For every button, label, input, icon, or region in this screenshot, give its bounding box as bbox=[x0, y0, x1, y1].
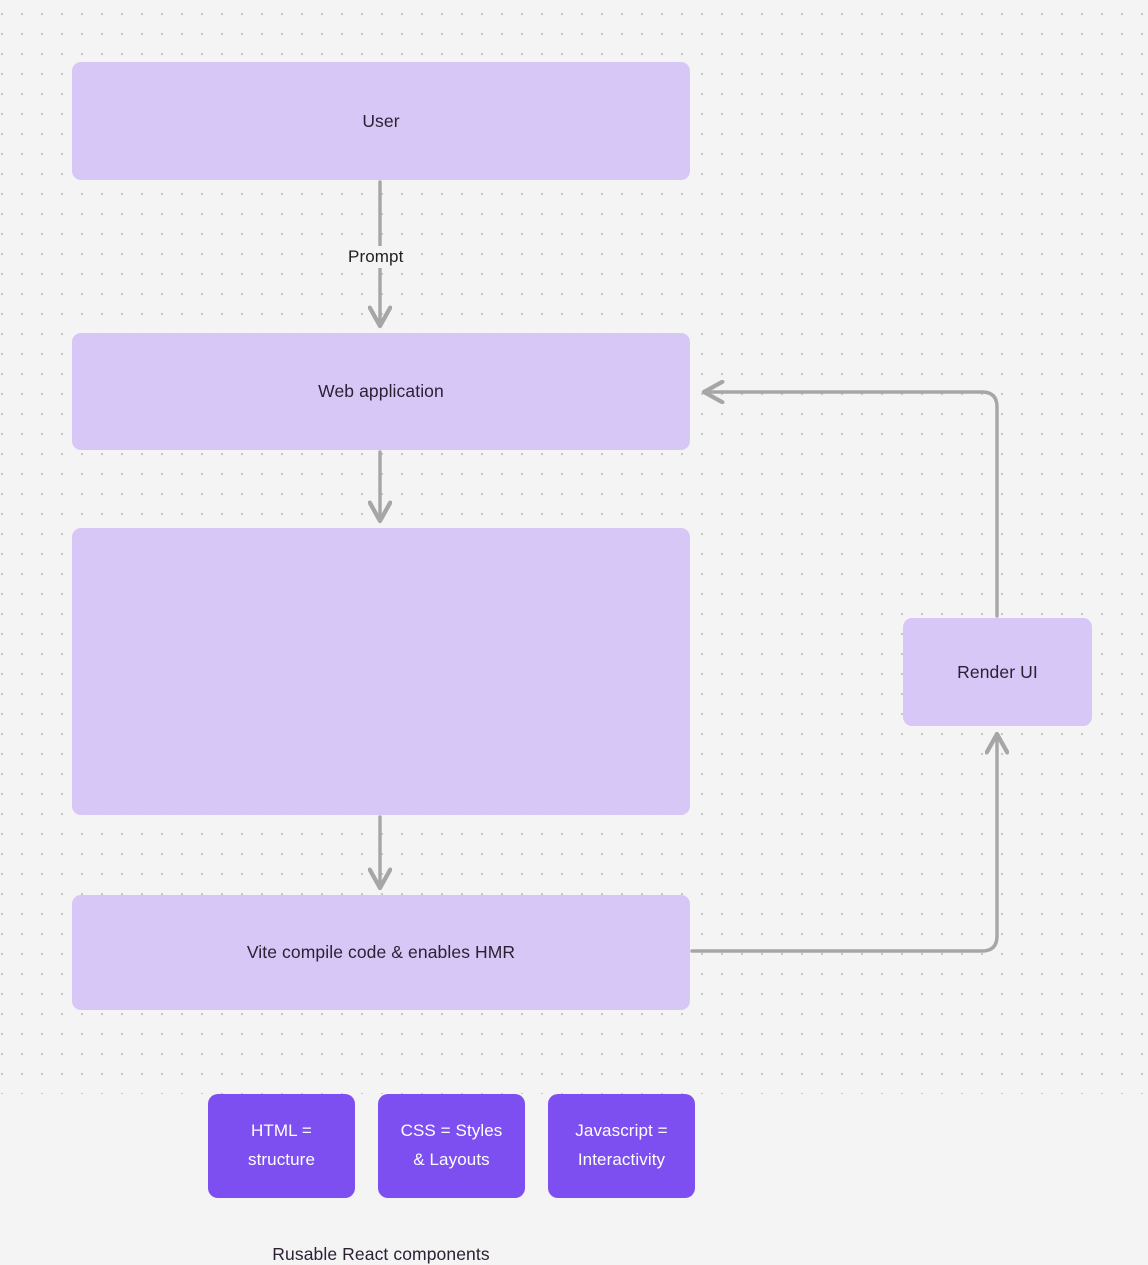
edge-renderui-to-webapp bbox=[705, 392, 999, 618]
node-react-components-group[interactable]: HTML = structure CSS = Styles & Layouts … bbox=[72, 528, 695, 1264]
node-render-ui[interactable]: Render UI bbox=[903, 618, 1092, 726]
node-vite-label: Vite compile code & enables HMR bbox=[246, 942, 516, 963]
node-html[interactable]: HTML = structure bbox=[208, 1094, 355, 1198]
node-render-ui-label: Render UI bbox=[957, 661, 1038, 682]
node-html-label: HTML = structure bbox=[247, 1121, 316, 1169]
node-vite[interactable]: Vite compile code & enables HMR bbox=[72, 895, 690, 1010]
node-web-application-label: Web application bbox=[318, 381, 444, 402]
node-javascript[interactable]: Javascript = Interactivity bbox=[548, 1094, 695, 1198]
node-javascript-label: Javascript = Interactivity bbox=[575, 1121, 668, 1169]
edge-label-prompt: Prompt bbox=[341, 246, 411, 268]
edge-vite-to-renderui bbox=[690, 735, 997, 953]
node-user[interactable]: User bbox=[72, 62, 690, 180]
node-css-label: CSS = Styles & Layouts bbox=[400, 1121, 503, 1169]
node-user-label: User bbox=[362, 110, 400, 131]
node-react-components-caption: Rusable React components bbox=[272, 1244, 490, 1264]
node-web-application[interactable]: Web application bbox=[72, 333, 690, 450]
node-css[interactable]: CSS = Styles & Layouts bbox=[378, 1094, 525, 1198]
